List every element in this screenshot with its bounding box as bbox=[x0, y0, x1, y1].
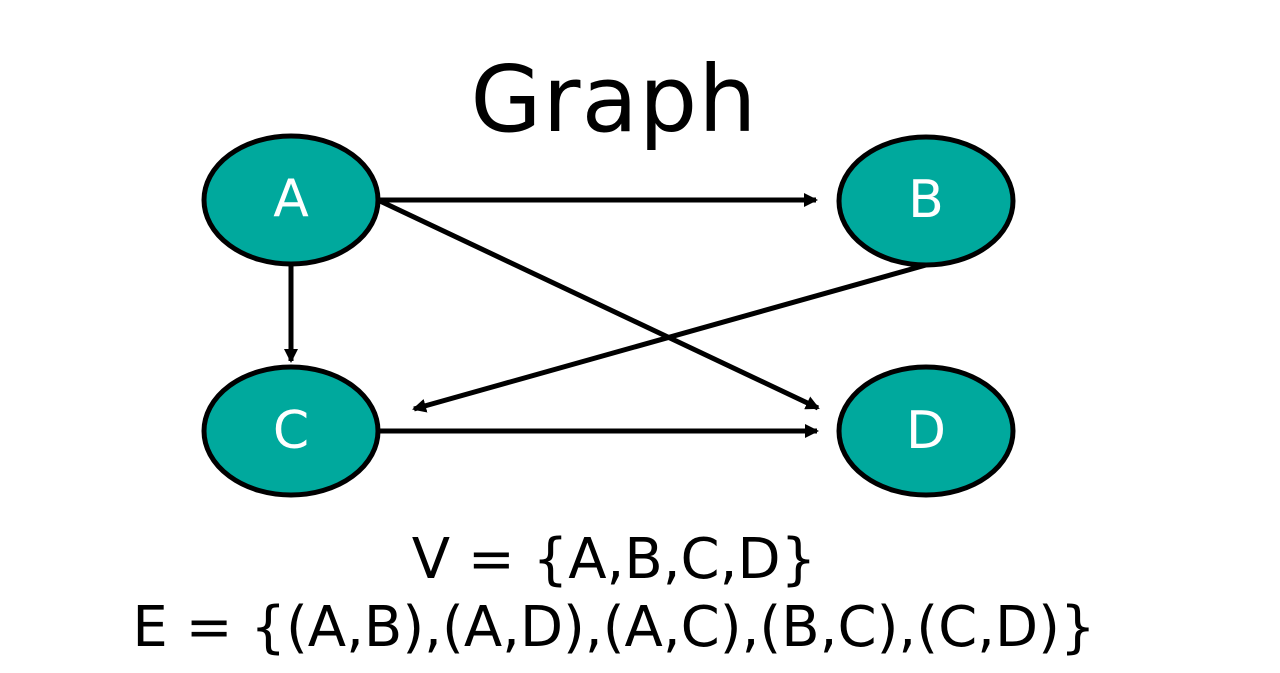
node-b-circle bbox=[836, 134, 1016, 268]
graph-title: Graph bbox=[470, 46, 758, 153]
vertex-set-formula: V = {A,B,C,D} bbox=[411, 527, 817, 592]
node-c-label: C bbox=[273, 401, 309, 461]
node-d-circle bbox=[836, 364, 1016, 498]
node-a-circle bbox=[201, 133, 381, 267]
edge-b-c bbox=[412, 262, 927, 413]
node-b: B bbox=[836, 134, 1016, 268]
node-c-circle bbox=[201, 364, 381, 498]
node-b-label: B bbox=[908, 170, 944, 230]
node-c: C bbox=[201, 364, 381, 498]
node-a: A bbox=[201, 133, 381, 267]
node-d: D bbox=[836, 364, 1016, 498]
edge-set-formula: E = {(A,B),(A,D),(A,C),(B,C),(C,D)} bbox=[132, 595, 1096, 660]
node-d-label: D bbox=[906, 401, 946, 461]
edge-a-d bbox=[378, 198, 820, 411]
node-a-label: A bbox=[273, 169, 309, 229]
